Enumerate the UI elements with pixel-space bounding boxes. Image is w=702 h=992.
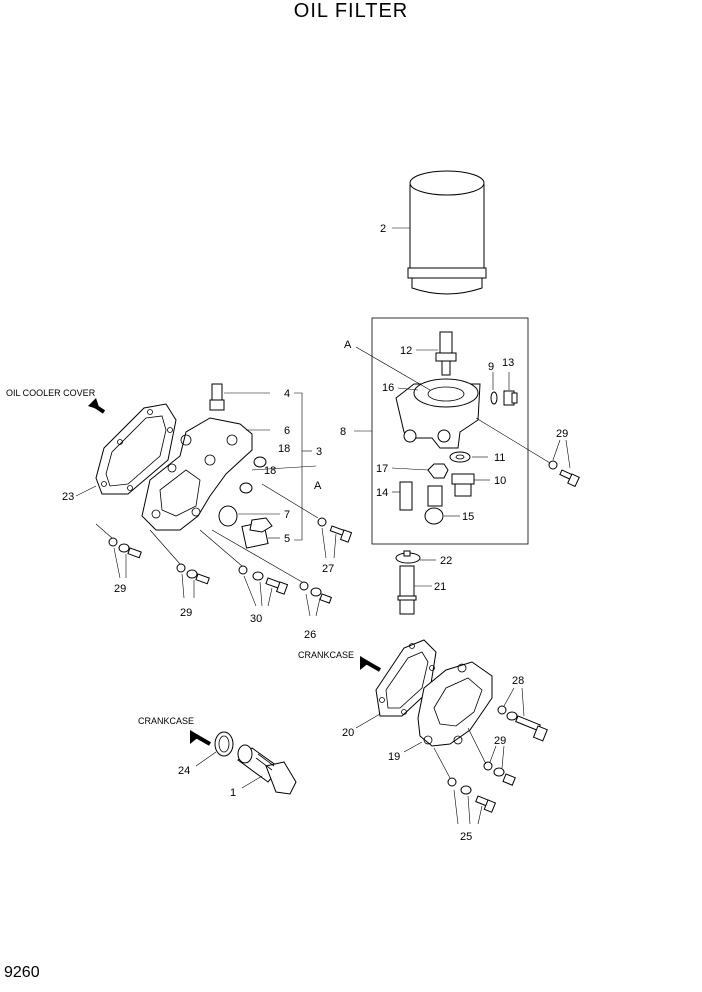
page-title: OIL FILTER [293, 0, 409, 22]
part-number-22: 22 [440, 555, 452, 567]
plug-5 [241, 517, 273, 549]
oil-cooler-cover-arrow [88, 398, 106, 414]
crankcase-cover-19 [417, 661, 493, 747]
part-number-24: 24 [178, 765, 190, 777]
part-number-20: 20 [342, 727, 354, 739]
part-number-29-lower-right: 29 [494, 735, 506, 747]
bolt-30 [238, 565, 289, 595]
part-number-15: 15 [462, 511, 474, 523]
o-ring-18-upper [253, 456, 267, 468]
oil-fitting-1 [237, 744, 297, 795]
filter-head-body [395, 378, 481, 449]
crankcase-arrow-upper [360, 656, 381, 672]
bolt-29-left [108, 537, 142, 559]
part-number-30: 30 [250, 613, 262, 625]
part-number-29-left: 29 [114, 583, 126, 595]
part-number-5: 5 [284, 533, 290, 545]
bolt-25 [447, 777, 497, 813]
part-number-29-right: 29 [556, 428, 568, 440]
part-number-17: 17 [376, 463, 388, 475]
part-number-19: 19 [388, 751, 400, 763]
part-number-18-a: 18 [278, 443, 290, 455]
crankcase-arrow-lower [190, 730, 211, 746]
part-number-14: 14 [376, 487, 388, 499]
gasket-ring-7 [218, 505, 238, 527]
part-number-1: 1 [230, 787, 236, 799]
part-number-7: 7 [284, 509, 290, 521]
plug-13 [503, 390, 518, 406]
bolt-26 [299, 581, 333, 604]
part-number-25: 25 [460, 831, 472, 843]
plug-4 [209, 383, 225, 411]
part-number-16: 16 [382, 382, 394, 394]
adapter-10 [451, 473, 475, 497]
hose-clamp-22 [395, 550, 421, 564]
part-number-4: 4 [284, 388, 290, 400]
part-number-13: 13 [502, 357, 514, 369]
part-number-12: 12 [400, 345, 412, 357]
part-number-23: 23 [62, 491, 74, 503]
o-ring-18-lower [239, 482, 253, 494]
part-number-6: 6 [284, 425, 290, 437]
gasket-23 [95, 403, 177, 495]
sleeve-14 [399, 481, 413, 511]
oil-cooler-housing [141, 417, 253, 531]
page-number: 9260 [4, 964, 40, 981]
part-number-10: 10 [494, 475, 506, 487]
part-number-29-middle: 29 [180, 607, 192, 619]
part-number-8: 8 [340, 426, 346, 438]
o-ring-9 [490, 391, 498, 405]
filter-nipple [435, 331, 457, 376]
part-number-11: 11 [494, 452, 505, 464]
part-number-3: 3 [316, 446, 322, 458]
nut-17 [427, 463, 449, 479]
bolt-29-middle [176, 563, 210, 585]
gasket-20 [375, 639, 437, 717]
oil-filter-cartridge [407, 170, 487, 295]
callout-crankcase-lower: CRANKCASE [138, 716, 194, 726]
group-label-a-upper: A [344, 339, 352, 351]
washer-24 [214, 731, 234, 757]
bolt-27 [317, 517, 353, 543]
bolt-15 [424, 485, 444, 525]
part-number-28: 28 [512, 675, 524, 687]
callout-oil-cooler-cover: OIL COOLER COVER [6, 388, 96, 398]
part-number-26: 26 [304, 629, 316, 641]
part-number-18-b: 18 [264, 465, 276, 477]
part-number-21: 21 [434, 581, 446, 593]
part-number-2: 2 [380, 223, 386, 235]
part-number-27: 27 [322, 563, 334, 575]
bolt-29-lower-right [483, 761, 516, 786]
washer-11 [449, 451, 471, 463]
group-label-a-lower: A [314, 480, 322, 492]
part-number-9: 9 [488, 361, 494, 373]
bolt-29-right [548, 460, 580, 488]
bolt-28 [497, 705, 548, 742]
oil-pipe-21 [397, 565, 417, 615]
callout-crankcase-upper: CRANKCASE [298, 650, 354, 660]
